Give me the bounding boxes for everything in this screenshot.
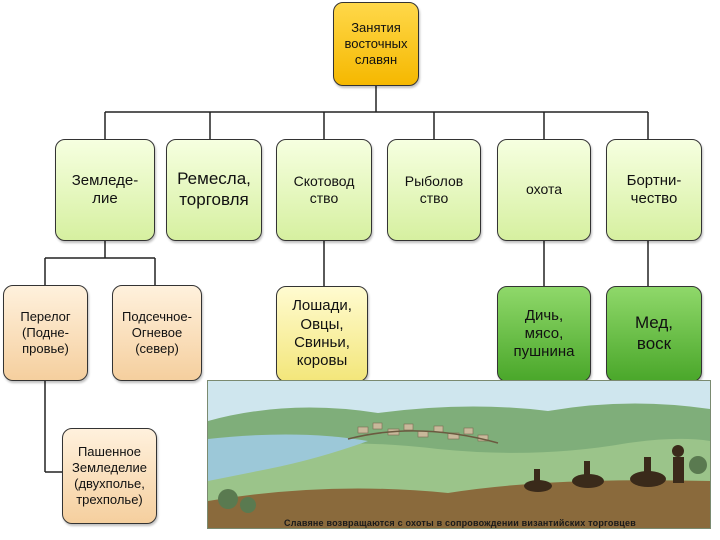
node-fallow: Перелог (Подне- провье) [3,285,88,381]
node-hunting-products: Дичь, мясо, пушнина [497,286,591,382]
illustration-caption: Славяне возвращаются с охоты в сопровожд… [284,518,636,528]
illustration-slavic-settlement [207,380,711,529]
node-beekeeping-products: Мед, воск [606,286,702,382]
node-crafts-trade: Ремесла, торговля [166,139,262,241]
root-node: Занятия восточных славян [333,2,419,86]
node-arable: Пашенное Земледелие (двухполье, трехполь… [62,428,157,524]
node-beekeeping: Бортни- чество [606,139,702,241]
node-agriculture: Земледе- лие [55,139,155,241]
node-livestock-list: Лошади, Овцы, Свиньи, коровы [276,286,368,382]
node-fishing: Рыболов ство [387,139,481,241]
node-hunting: охота [497,139,591,241]
node-slash-burn: Подсечное- Огневое (север) [112,285,202,381]
node-cattle-breeding: Скотовод ство [276,139,372,241]
